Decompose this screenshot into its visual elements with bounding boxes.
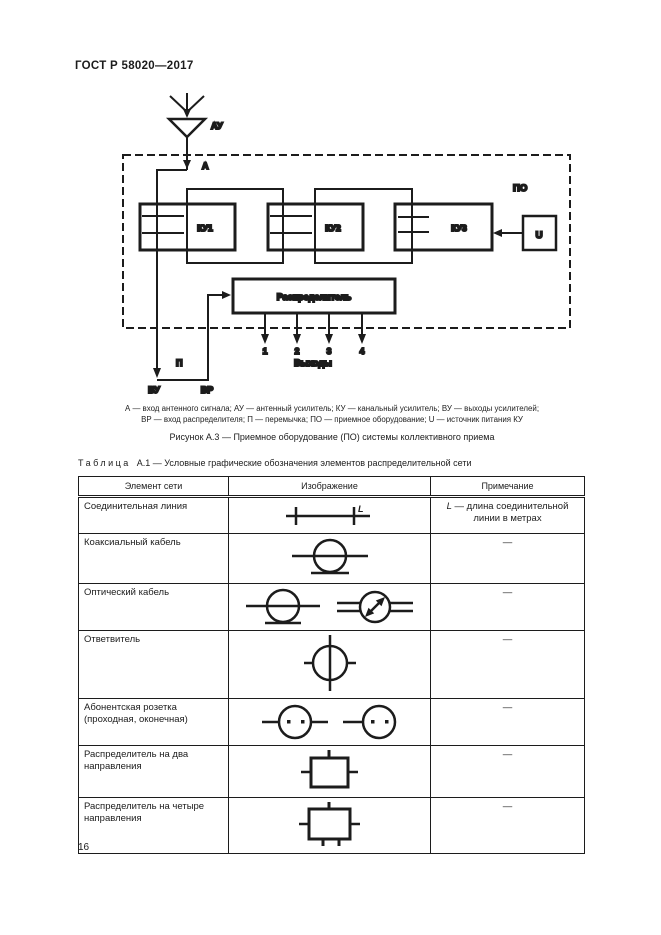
table-row: Оптический кабель: [78, 583, 585, 631]
socket-passthrough-symbol: [262, 704, 328, 740]
antenna-icon: [169, 93, 205, 118]
coaxial-cable-symbol: [291, 538, 368, 575]
table-row: Соединительная линия L L — длина соедини…: [78, 496, 585, 534]
note-cell: L — длина соединительной линии в метрах: [430, 496, 585, 534]
label-vr: ВР: [201, 385, 214, 395]
label-out1: 1: [263, 346, 268, 356]
figure-legend: А — вход антенного сигнала; АУ — антенны…: [76, 403, 588, 425]
legend-line-2: ВР — вход распределителя; П — перемычка;…: [141, 415, 523, 424]
figure-a3-diagram: АУ А ПО КУ1 КУ2 КУ3 П ВУ ВР U: [122, 93, 571, 396]
label-distributor: Распределитель: [277, 292, 352, 302]
row-label: Абонентская розетка (проходная, оконечна…: [78, 698, 229, 746]
optical-cable-symbol: [246, 588, 320, 625]
table-row: Распределитель на два направления —: [78, 745, 585, 798]
label-ku1: КУ1: [197, 223, 213, 233]
note-cell: —: [430, 583, 585, 631]
connector-prongs: [142, 215, 429, 234]
module-frame-1: [186, 188, 284, 264]
symbol-cell: [228, 745, 431, 798]
table-row: Коаксиальный кабель —: [78, 533, 585, 584]
ku1-box: [138, 202, 237, 252]
ku2-box: [266, 202, 365, 252]
symbol-cell: L: [228, 496, 431, 534]
four-way-splitter-symbol: [298, 802, 360, 846]
label-p: П: [176, 358, 182, 368]
table-row: Ответвитель —: [78, 630, 585, 699]
table-header-row: Элемент сети Изображение Примечание: [78, 476, 585, 498]
label-out4: 4: [360, 346, 365, 356]
note-cell: —: [430, 533, 585, 584]
symbol-cell: [228, 533, 431, 584]
symbol-cell: [228, 630, 431, 699]
row-label: Коаксиальный кабель: [78, 533, 229, 584]
label-ku3: КУ3: [451, 223, 467, 233]
module-frame-2: [314, 188, 413, 264]
po-dashed-box: [122, 154, 571, 329]
label-po: ПО: [513, 183, 527, 194]
label-out3: 3: [327, 346, 332, 356]
svg-text:L: L: [358, 504, 364, 514]
col-header-note: Примечание: [430, 476, 585, 498]
label-out2: 2: [295, 346, 300, 356]
note-cell: —: [430, 630, 585, 699]
table-row: Распределитель на четыре направления —: [78, 797, 585, 854]
figure-caption: Рисунок А.3 — Приемное оборудование (ПО)…: [169, 432, 495, 442]
tap-symbol: [303, 635, 356, 691]
input-drop-line: [156, 169, 187, 371]
symbol-cell: [228, 797, 431, 854]
row-label: Распределитель на два направления: [78, 745, 229, 798]
antenna-amplifier-icon: [165, 117, 209, 139]
page-number: 16: [78, 842, 90, 853]
distributor-outputs: [261, 313, 366, 344]
symbols-table: Элемент сети Изображение Примечание Соед…: [78, 476, 585, 854]
symbol-cell: [228, 698, 431, 746]
socket-terminal-symbol: [343, 704, 397, 740]
label-a: А: [202, 161, 209, 171]
col-header-element: Элемент сети: [78, 476, 229, 498]
col-header-image: Изображение: [228, 476, 431, 498]
label-vu: ВУ: [148, 385, 160, 395]
table-title: Таблица А.1 — Условные графические обозна…: [78, 458, 598, 468]
ku3-box: [393, 202, 494, 252]
table-title-rest: А.1 — Условные графические обозначения э…: [136, 458, 472, 468]
label-outputs: Выходы: [294, 358, 332, 368]
row-label: Распределитель на четыре направления: [78, 797, 229, 854]
standard-number-header: ГОСТ Р 58020—2017: [75, 60, 194, 72]
connecting-line-symbol: L: [286, 504, 370, 525]
row-label: Оптический кабель: [78, 583, 229, 631]
symbol-cell: [228, 583, 431, 631]
note-cell: —: [430, 745, 585, 798]
table-row: Абонентская розетка (проходная, оконечна…: [78, 698, 585, 746]
table-title-word: Таблица: [78, 458, 131, 468]
distributor-box: [231, 277, 397, 315]
note-cell: —: [430, 797, 585, 854]
label-ku2: КУ2: [325, 223, 341, 233]
optical-converter-symbol: [337, 590, 413, 624]
legend-line-1: А — вход антенного сигнала; АУ — антенны…: [124, 404, 540, 413]
label-u: U: [536, 230, 543, 241]
row-label: Соединительная линия: [78, 496, 229, 534]
note-cell: —: [430, 698, 585, 746]
label-au: АУ: [211, 121, 223, 131]
jumper-line: [157, 294, 223, 381]
two-way-splitter-symbol: [300, 750, 358, 789]
row-label: Ответвитель: [78, 630, 229, 699]
